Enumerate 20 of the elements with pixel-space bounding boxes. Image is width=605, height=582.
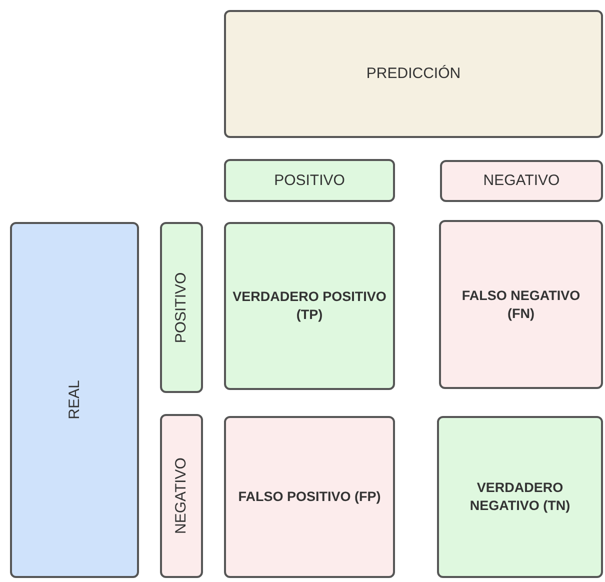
matrix-cell-box [439,220,603,389]
row-group-box [10,222,139,578]
header-label: NEGATIVO [172,458,191,534]
cell-label: VERDADERO NEGATIVO (TN) [468,479,572,515]
header-box [224,10,603,138]
header-label: NEGATIVO [483,171,560,191]
row-header-box [160,222,203,393]
cell-label: VERDADERO POSITIVO (TP) [232,288,387,324]
header-label: POSITIVO [274,170,345,190]
header-label: PREDICCIÓN [366,64,461,84]
matrix-cell-box [224,416,395,578]
column-header-box [440,160,603,202]
column-header-box [224,159,395,202]
row-header-box [160,414,203,578]
header-label: REAL [64,380,84,420]
matrix-cell-box [224,222,395,390]
cell-label: FALSO NEGATIVO (FN) [460,286,582,322]
cell-label: FALSO POSITIVO (FP) [238,488,381,506]
header-label: POSITIVO [172,272,191,343]
matrix-cell-box [437,416,603,578]
